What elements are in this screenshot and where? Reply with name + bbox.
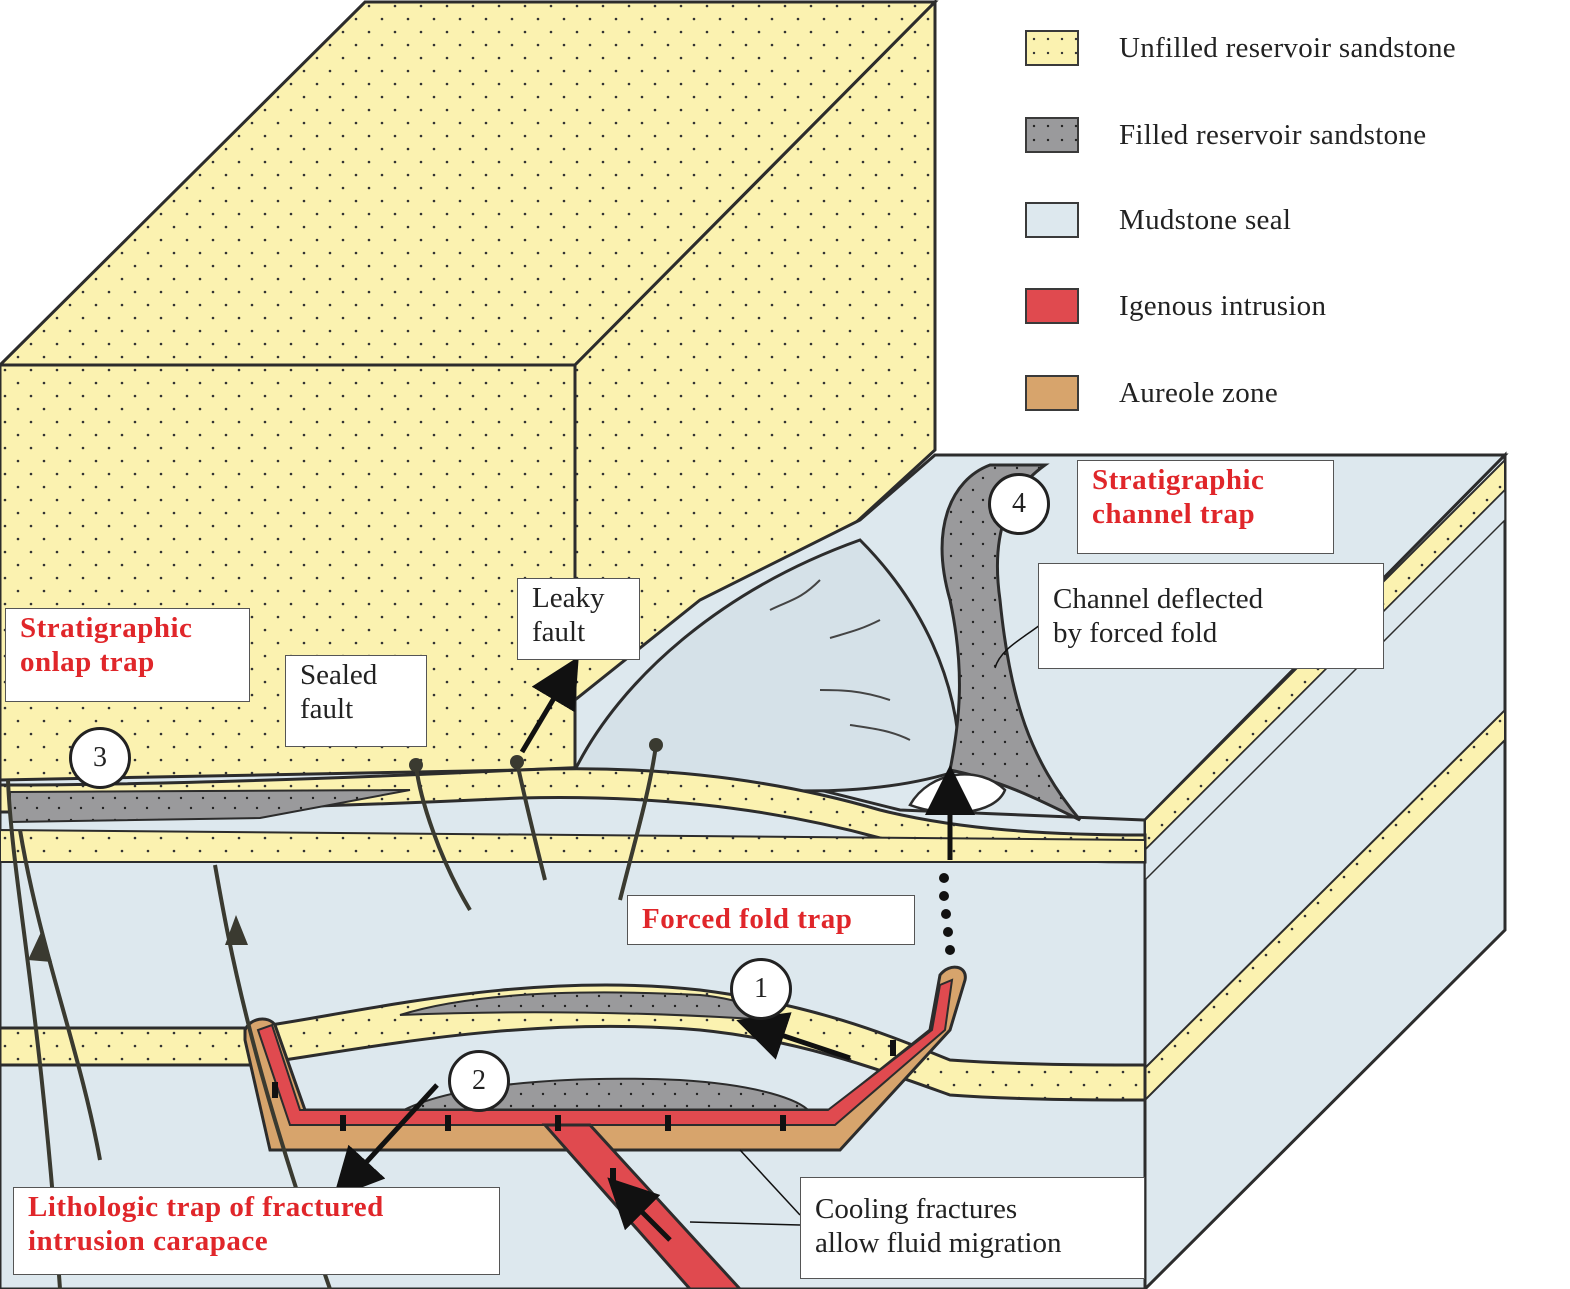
channel-fill: [940, 463, 1082, 822]
side-sand-band-middle: [1144, 488, 1506, 882]
dike-arrow: [607, 1177, 672, 1242]
dome-crease-1: [769, 579, 821, 611]
label-line: channel trap: [1092, 498, 1256, 530]
fault-tip: [409, 758, 423, 772]
label-line: Leaky: [532, 582, 605, 614]
label-line: fault: [300, 693, 354, 725]
label-leaky-fault: Leaky fault: [517, 578, 640, 660]
legend-item-filled-sandstone: Filled reservoir sandstone: [1025, 117, 1565, 161]
mudstone-side-face: [1143, 451, 1507, 1289]
marker-1: 1: [730, 958, 792, 1020]
legend-label: Mudstone seal: [1119, 204, 1292, 236]
migration-dot: [943, 927, 953, 937]
leaky-fault-line: [515, 761, 547, 881]
label-forced-fold-trap: Forced fold trap: [627, 895, 915, 945]
label-line: Channel deflected: [1053, 583, 1264, 615]
label-cooling-fractures: Cooling fractures allow fluid migration: [800, 1177, 1145, 1279]
fracture-mark: [665, 1115, 671, 1131]
igneous-sill: [256, 978, 954, 1126]
fracture-mark: [445, 1115, 451, 1131]
legend-label: Igenous intrusion: [1119, 290, 1327, 322]
migration-arrows: [333, 656, 975, 1242]
label-stratigraphic-onlap-trap: Stratigraphic onlap trap: [5, 608, 250, 702]
dome-crease-2: [829, 619, 881, 639]
fracture-mark: [340, 1115, 346, 1131]
front-sand-strip: [0, 828, 1146, 863]
migration-dot: [945, 945, 955, 955]
carapace-arrow: [333, 1083, 439, 1199]
label-line: intrusion carapace: [28, 1225, 269, 1257]
left-fault-3: [18, 829, 102, 1161]
label-line: by forced fold: [1053, 617, 1218, 649]
legend-swatch: [1025, 375, 1079, 411]
label-lithologic-trap: Lithologic trap of fractured intrusion c…: [13, 1187, 500, 1275]
fault-tips: [28, 738, 663, 962]
left-fault-1: [6, 779, 62, 1289]
label-stratigraphic-channel-trap: Stratigraphic channel trap: [1077, 460, 1334, 554]
marker-4: 4: [988, 473, 1050, 535]
legend-item-unfilled-sandstone: Unfilled reservoir sandstone: [1025, 30, 1565, 74]
legend-swatch: [1025, 30, 1079, 66]
dome-crease-3: [819, 689, 891, 701]
leaky-fault-arrow: [519, 656, 579, 754]
fault-arrowhead: [28, 930, 52, 962]
cooling-leader-1: [739, 1149, 801, 1216]
migration-dot: [939, 873, 949, 883]
legend-item-mudstone: Mudstone seal: [1025, 202, 1565, 246]
forced-fold-dome: [572, 538, 962, 793]
migration-dot: [939, 891, 949, 901]
fault-arrowhead: [225, 915, 248, 945]
label-line: Cooling fractures: [815, 1193, 1018, 1225]
legend-swatch: [1025, 288, 1079, 324]
fracture-mark: [890, 1040, 896, 1056]
marker-3: 3: [69, 727, 131, 789]
legend-swatch: [1025, 202, 1079, 238]
label-line: Sealed: [300, 659, 378, 691]
dome-crease-4: [849, 724, 911, 741]
fault-tip: [510, 755, 524, 769]
label-line: Forced fold trap: [642, 903, 853, 935]
channel-leader: [994, 624, 1041, 669]
marker-2: 2: [448, 1050, 510, 1112]
cooling-fracture-marks: [272, 1040, 896, 1184]
legend-label: Aureole zone: [1119, 377, 1278, 409]
legend-label: Filled reservoir sandstone: [1119, 119, 1427, 151]
leader-lines: [689, 624, 1041, 1226]
migration-dots: [939, 873, 955, 955]
sealed-fault-line: [414, 764, 472, 912]
fracture-mark: [272, 1082, 278, 1098]
fault-tip: [649, 738, 663, 752]
label-sealed-fault: Sealed fault: [285, 655, 427, 747]
migration-dot: [941, 909, 951, 919]
fracture-mark: [780, 1115, 786, 1131]
legend-item-aureole: Aureole zone: [1025, 375, 1565, 419]
fracture-mark: [610, 1168, 616, 1184]
legend-swatch: [1025, 117, 1079, 153]
legend-label: Unfilled reservoir sandstone: [1119, 32, 1456, 64]
label-line: Lithologic trap of fractured: [28, 1191, 384, 1223]
label-line: allow fluid migration: [815, 1227, 1062, 1259]
label-channel-deflected: Channel deflected by forced fold: [1038, 563, 1384, 669]
label-line: fault: [532, 616, 586, 648]
fracture-mark: [555, 1115, 561, 1131]
label-line: onlap trap: [20, 646, 155, 678]
fault-line-3: [618, 744, 658, 901]
fold-migration-arrow: [736, 1012, 851, 1061]
cooling-leader-2: [689, 1221, 801, 1226]
label-line: Stratigraphic: [20, 612, 193, 644]
label-line: Stratigraphic: [1092, 464, 1265, 496]
legend-item-intrusion: Igenous intrusion: [1025, 288, 1565, 332]
